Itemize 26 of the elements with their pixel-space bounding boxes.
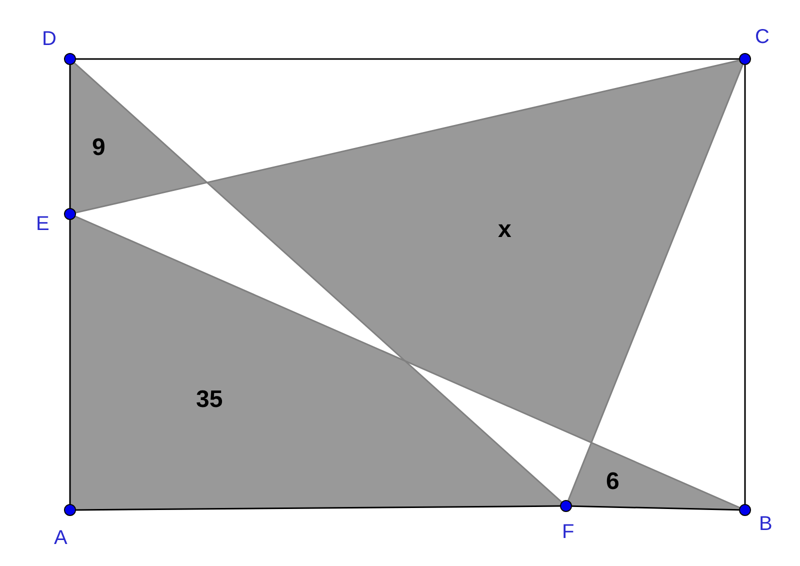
area-label: x [498,218,512,242]
line-segment [744,65,746,504]
point-label: C [755,27,770,47]
point-marker [560,500,572,512]
point-label: F [562,522,574,542]
line-segment [76,505,560,511]
point-marker [64,504,76,516]
line-segment [76,60,740,214]
point-marker [64,208,76,220]
point-label: D [42,29,56,49]
point-label: A [54,528,68,548]
line-segment [75,216,740,508]
point-marker [739,53,751,65]
point-label: B [759,514,772,534]
point-marker [739,504,751,516]
area-label: 6 [606,470,620,494]
line-segment [76,58,739,60]
line-segment [74,62,562,503]
area-label: 9 [92,136,106,160]
area-label: 35 [196,388,223,412]
point-marker [64,53,76,65]
line-segment [69,220,71,504]
line-segment [568,64,744,501]
line-segment [69,65,71,208]
point-label: E [36,214,50,234]
line-segment [572,505,740,511]
